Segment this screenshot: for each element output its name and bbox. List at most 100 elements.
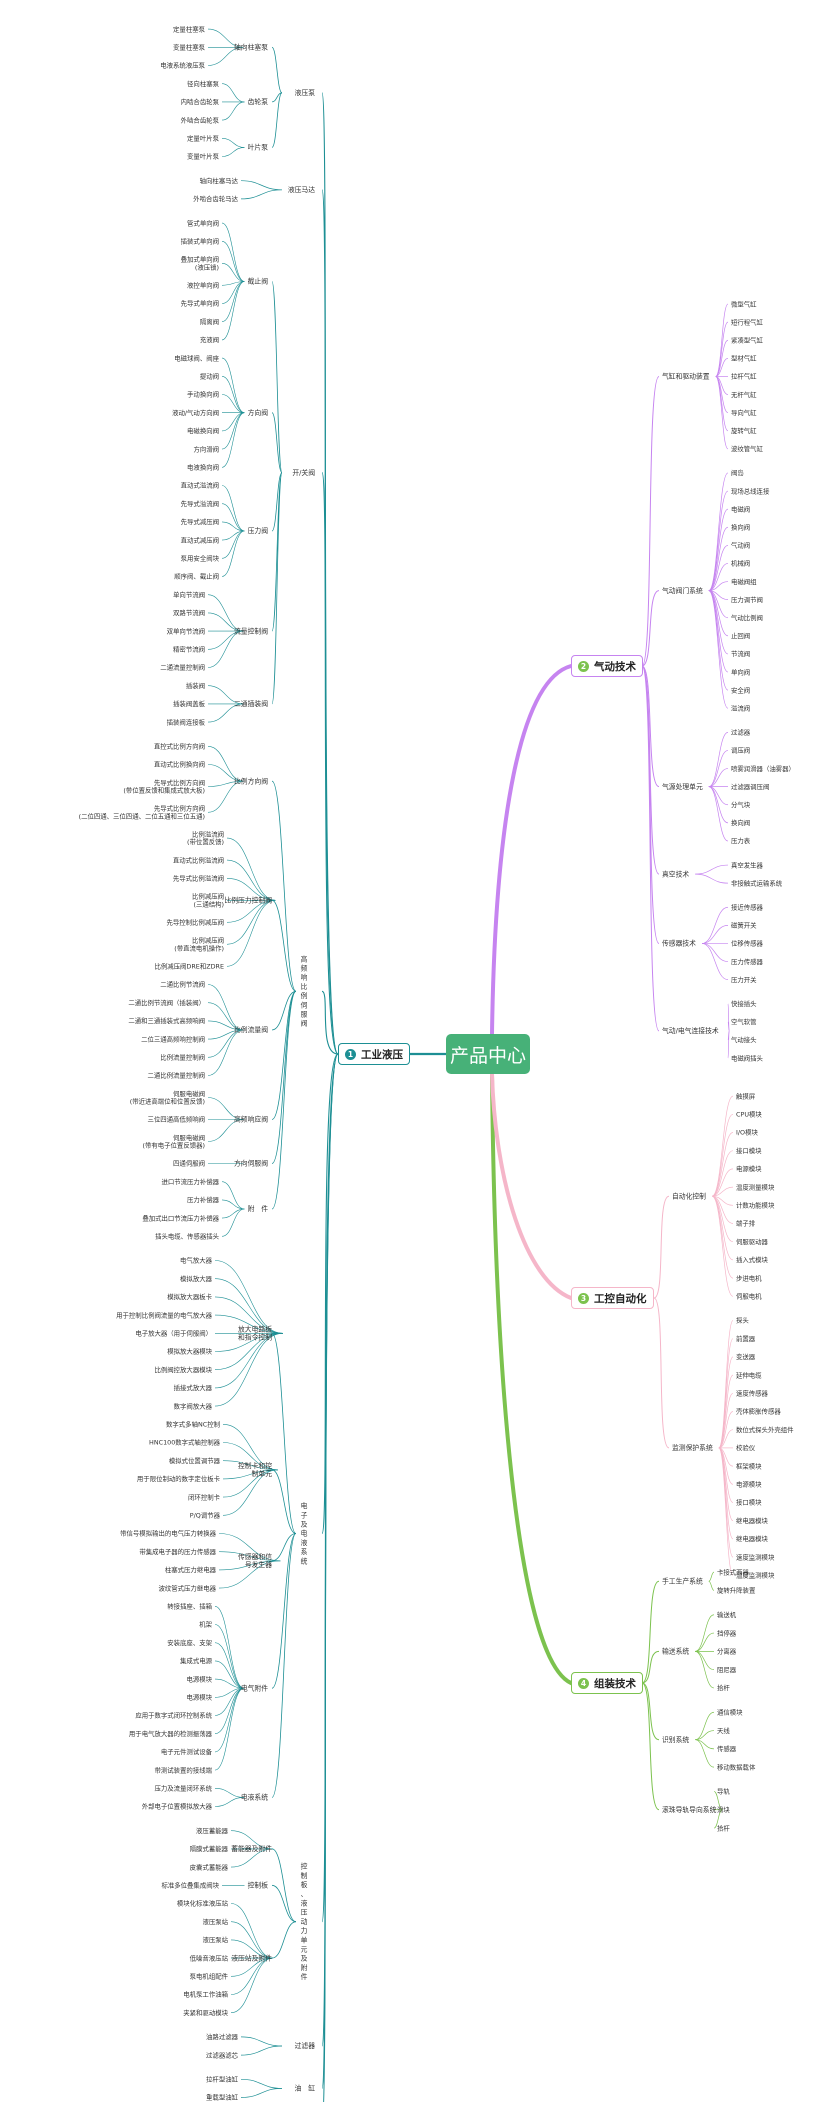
hydraulic-leaf[interactable]: 比例流量控制阀 [160,1053,205,1062]
hydraulic-leaf[interactable]: 模拟放大器板卡 [167,1292,212,1301]
hydraulic-leaf[interactable]: 比例减压阀(带直流电机操作) [174,936,224,953]
hydraulic-group-label[interactable]: 过滤器 [295,2041,316,2050]
hydraulic-leaf[interactable]: 外啮合齿轮泵 [181,115,220,124]
hydraulic-subgroup-label[interactable]: 电气附件 [241,1683,268,1692]
pneumatic-leaf[interactable]: 分气块 [731,800,751,809]
hydraulic-leaf[interactable]: 四通伺服阀 [173,1159,205,1168]
hydraulic-subgroup-label[interactable]: 高频响应阀 [234,1115,268,1124]
hydraulic-leaf[interactable]: 波纹管式压力继电器 [158,1583,216,1592]
pneumatic-leaf[interactable]: 位移传感器 [731,939,764,948]
pneumatic-leaf[interactable]: 短行程气缸 [731,317,764,326]
hydraulic-leaf[interactable]: 电机泵工作油箱 [183,1990,228,1999]
hydraulic-leaf[interactable]: 进口节流压力补偿器 [161,1177,219,1186]
hydraulic-group-label[interactable]: 开/关阀 [292,468,315,477]
hydraulic-leaf[interactable]: 油路过滤器 [206,2032,239,2041]
hydraulic-leaf[interactable]: 用于电气放大器的检测振荡器 [129,1729,213,1738]
hydraulic-leaf[interactable]: 插装阀盖板 [173,699,206,708]
assembly-leaf[interactable]: 通信模块 [717,1707,743,1716]
automation-leaf[interactable]: 继电器模块 [736,1534,769,1543]
hydraulic-leaf[interactable]: 带信号模拟输出的电气压力转换器 [120,1529,216,1538]
hydraulic-leaf[interactable]: 电源模块 [186,1674,212,1683]
hydraulic-leaf[interactable]: 电子元件测试设备 [161,1747,213,1756]
pneumatic-leaf[interactable]: 止回阀 [731,631,750,640]
pneumatic-leaf[interactable]: 旋转气缸 [731,426,757,435]
hydraulic-subgroup-label[interactable]: 控制卡和控制单元 [238,1461,272,1478]
hydraulic-subgroup-label[interactable]: 截止阀 [248,277,269,286]
main-topic-hydraulic[interactable]: 1 工业液压 [338,1043,410,1065]
hydraulic-leaf[interactable]: HNC100数字式轴控制器 [149,1438,221,1447]
hydraulic-subgroup-label[interactable]: 控制板 [248,1881,269,1890]
hydraulic-leaf[interactable]: 模拟式位置调节器 [169,1456,221,1465]
pneumatic-group-label[interactable]: 传感器技术 [662,939,696,948]
pneumatic-leaf[interactable]: 换向阀 [731,818,750,827]
hydraulic-leaf[interactable]: 轴向柱塞马达 [200,176,239,185]
hydraulic-leaf[interactable]: 夹紧和驱动模块 [183,2008,228,2017]
hydraulic-leaf[interactable]: 闭环控制卡 [188,1492,221,1501]
assembly-leaf[interactable]: 阻尼器 [717,1665,737,1674]
hydraulic-leaf[interactable]: 应用于数字式闭环控制系统 [135,1711,212,1720]
pneumatic-leaf[interactable]: 真空发生器 [731,860,764,869]
hydraulic-leaf[interactable]: 单向节流阀 [173,590,205,599]
hydraulic-group-label[interactable]: 油 缸 [295,2084,316,2093]
hydraulic-subgroup-label[interactable]: 附 件 [248,1204,269,1213]
hydraulic-leaf[interactable]: 电磁球阀、阀座 [174,353,219,362]
hydraulic-leaf[interactable]: 二通比例节流阀 [160,980,205,989]
assembly-leaf[interactable]: 卡接式西器 [717,1567,750,1576]
hydraulic-leaf[interactable]: 双路节流阀 [173,608,205,617]
assembly-leaf[interactable]: 传感器 [717,1744,737,1753]
assembly-leaf[interactable]: 旋转升降装置 [717,1586,756,1595]
assembly-group-label[interactable]: 手工生产系统 [662,1577,703,1586]
automation-leaf[interactable]: 伺服电机 [736,1292,762,1301]
hydraulic-leaf[interactable]: 皮囊式蓄能器 [190,1862,229,1871]
hydraulic-subgroup-label[interactable]: 方向阀 [248,408,269,417]
automation-leaf[interactable]: CPU模块 [736,1110,762,1119]
pneumatic-group-label[interactable]: 气源处理单元 [662,782,703,791]
hydraulic-leaf[interactable]: 模块化标准液压站 [177,1899,229,1908]
hydraulic-leaf[interactable]: 插装阀连接板 [167,717,206,726]
assembly-leaf[interactable]: 拾杆 [717,1823,730,1832]
automation-leaf[interactable]: 计数功能模块 [736,1201,775,1210]
automation-leaf[interactable]: 伺服驱动器 [736,1238,769,1246]
assembly-leaf[interactable]: 移动数据载体 [717,1762,756,1771]
pneumatic-leaf[interactable]: 喷雾润滑器（油雾器） [731,764,795,773]
assembly-leaf[interactable]: 拾杆 [717,1683,730,1692]
hydraulic-subgroup-label[interactable]: 二通插装阀 [234,699,268,708]
hydraulic-leaf[interactable]: 直动式溢流阀 [181,481,219,490]
hydraulic-subgroup-label[interactable]: 流量控制阀 [234,626,268,635]
hydraulic-leaf[interactable]: 用于限位制动的数字定位板卡 [137,1474,221,1483]
assembly-leaf[interactable]: 挡停器 [717,1628,737,1637]
assembly-group-label[interactable]: 输送系统 [662,1647,689,1656]
hydraulic-leaf[interactable]: 泵用安全阀块 [181,554,220,563]
pneumatic-leaf[interactable]: 过滤器调压阀 [731,782,769,791]
hydraulic-leaf[interactable]: 比例减压阀DRE和ZDRE [154,962,224,971]
hydraulic-leaf[interactable]: 插头电缆、传感器插头 [155,1232,220,1241]
hydraulic-leaf[interactable]: 电液系统液压泵 [160,61,205,70]
hydraulic-subgroup-label[interactable]: 轴向柱塞泵 [234,43,268,52]
pneumatic-leaf[interactable]: 压力调节阀 [731,595,763,604]
pneumatic-group-label[interactable]: 气动/电气连接技术 [662,1026,719,1035]
automation-leaf[interactable]: 速度传感器 [736,1389,769,1398]
hydraulic-leaf[interactable]: 转接插座、插箱 [167,1602,212,1611]
pneumatic-leaf[interactable]: 电磁阀插头 [731,1053,764,1062]
pneumatic-leaf[interactable]: 节流阀 [731,649,750,658]
hydraulic-leaf[interactable]: 液控单向阀 [187,281,219,290]
hydraulic-leaf[interactable]: 插装式单向阀 [181,237,219,246]
hydraulic-leaf[interactable]: 低噪音液压站 [190,1953,229,1962]
automation-leaf[interactable]: 探头 [736,1316,749,1325]
pneumatic-leaf[interactable]: 单向阀 [731,667,750,676]
automation-leaf[interactable]: 延伸电缆 [736,1370,762,1379]
hydraulic-leaf[interactable]: 模拟放大器模块 [167,1347,212,1356]
automation-leaf[interactable]: 触摸屏 [736,1091,756,1100]
main-topic-automation[interactable]: 3 工控自动化 [571,1287,654,1309]
hydraulic-leaf[interactable]: 管式单向阀 [187,218,219,227]
automation-leaf[interactable]: 壳体膨胀传感器 [736,1407,781,1416]
hydraulic-leaf[interactable]: 变量柱塞泵 [173,43,206,52]
pneumatic-leaf[interactable]: 波纹管气缸 [731,444,764,453]
hydraulic-subgroup-label[interactable]: 齿轮泵 [248,97,269,106]
hydraulic-leaf[interactable]: 手动换向阀 [187,390,219,399]
hydraulic-leaf[interactable]: 先导式比例方向阀(带位置反馈和集成式放大板) [123,778,205,795]
hydraulic-subgroup-label[interactable]: 蓄能器及附件 [231,1844,272,1853]
pneumatic-leaf[interactable]: 电磁阀 [731,504,750,513]
hydraulic-leaf[interactable]: 提动阀 [200,372,219,381]
hydraulic-leaf[interactable]: 二通和三通插装式高频响阀 [128,1016,205,1025]
